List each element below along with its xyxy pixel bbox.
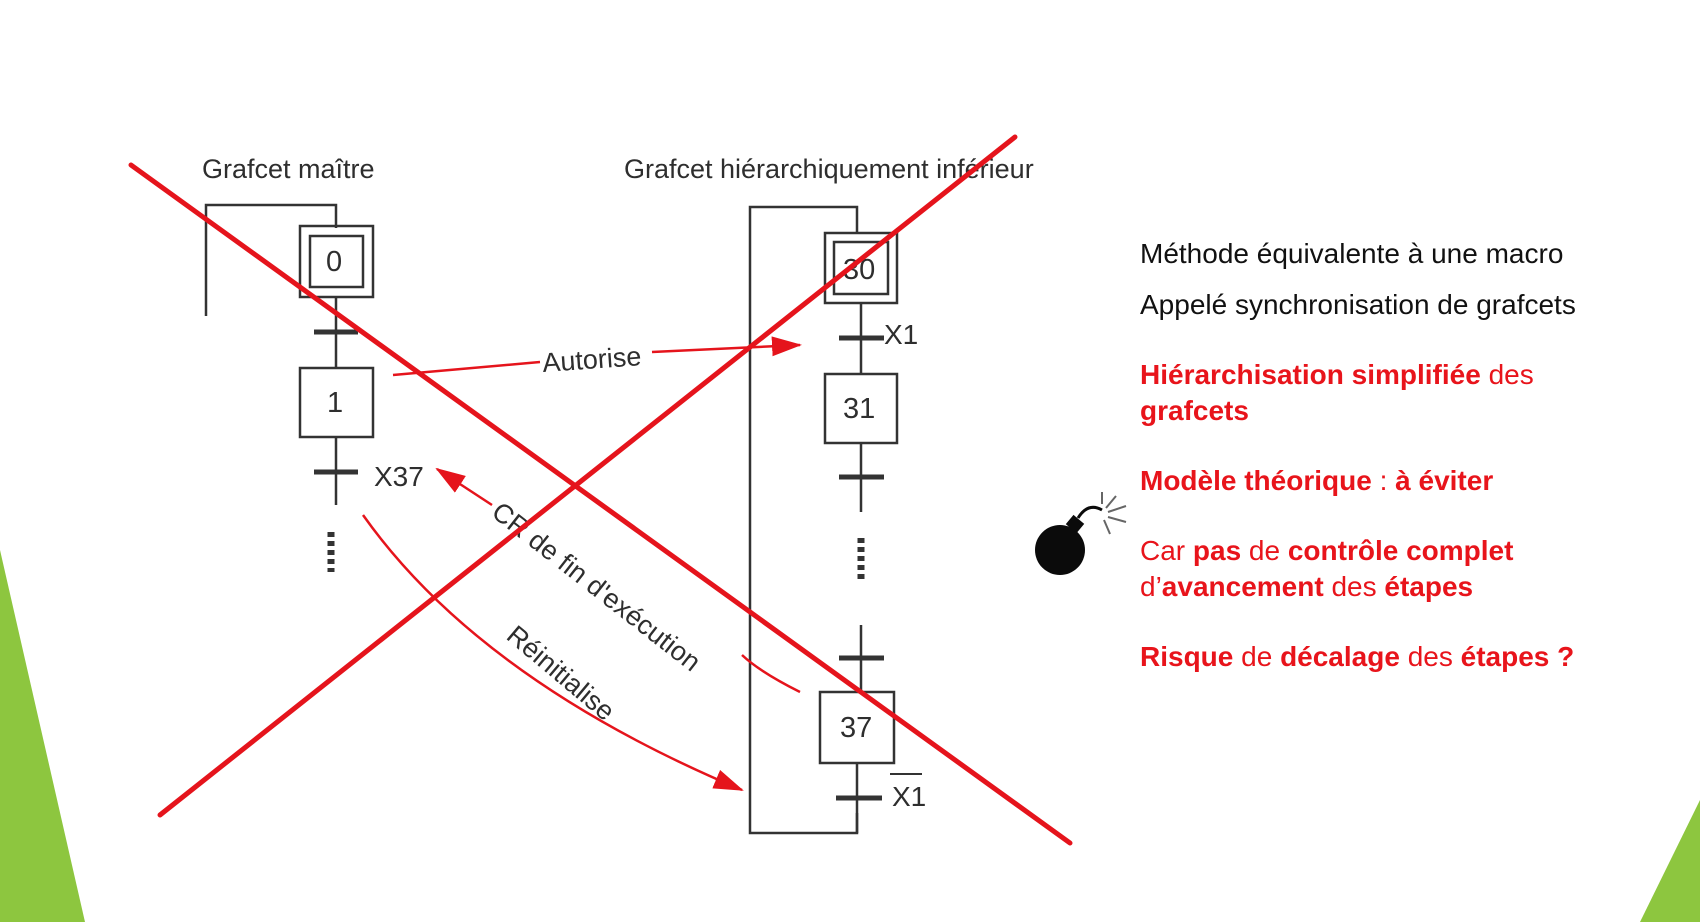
reinitialise-label: Réinitialise bbox=[501, 620, 620, 727]
note-hierarchisation: Hiérarchisation simplifiée des grafcets bbox=[1140, 359, 1534, 426]
master-grafcet bbox=[204, 203, 375, 572]
sub-transition-4-condition: X1 bbox=[892, 781, 926, 812]
note-synchronisation: Appelé synchronisation de grafcets bbox=[1140, 289, 1576, 320]
crossed-out-mark bbox=[128, 134, 1073, 846]
cross-line-2 bbox=[157, 134, 1018, 818]
autorise-label: Autorise bbox=[541, 341, 642, 378]
master-grafcet-title: Grafcet maître bbox=[202, 154, 375, 184]
sub-step-31-label: 31 bbox=[843, 393, 875, 425]
master-loop-line bbox=[204, 203, 338, 316]
master-step-1-label: 1 bbox=[327, 387, 343, 419]
sub-grafcet bbox=[748, 205, 922, 835]
left-green-decoration bbox=[0, 550, 85, 922]
note-macro: Méthode équivalente à une macro bbox=[1140, 238, 1564, 269]
sub-step-37-label: 37 bbox=[840, 712, 872, 744]
synchronisation-arrows bbox=[361, 336, 802, 792]
note-modele-theorique: Modèle théorique : à éviter bbox=[1140, 465, 1494, 496]
right-green-decoration bbox=[1640, 800, 1700, 922]
cross-line-1 bbox=[128, 162, 1073, 846]
sub-step-30-inner bbox=[832, 240, 890, 296]
master-step-0-inner bbox=[308, 234, 365, 289]
master-transition-2-condition: X37 bbox=[374, 461, 424, 492]
notes-panel: Méthode équivalente à une macro Appelé s… bbox=[1140, 236, 1680, 675]
sub-transition-1-condition: X1 bbox=[884, 319, 918, 350]
bomb-icon bbox=[1035, 492, 1127, 575]
master-step-0-label: 0 bbox=[326, 246, 342, 278]
reinitialise-arrow bbox=[361, 514, 744, 792]
cr-arrow bbox=[741, 654, 801, 694]
note-risque: Risque de décalage des étapes ? bbox=[1140, 641, 1575, 672]
